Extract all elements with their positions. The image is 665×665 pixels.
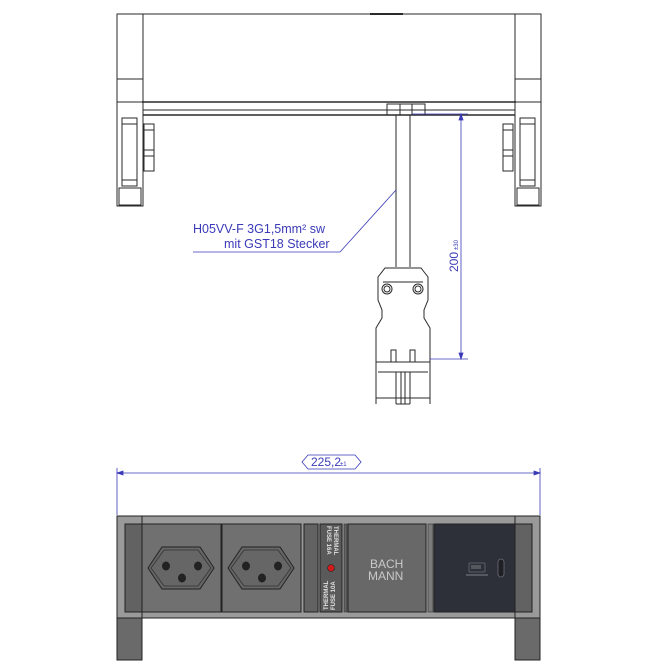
fuse-module: THERMAL FUSE 16A THERMAL FUSE 10A — [319, 523, 343, 613]
right-end-cap-upper — [514, 13, 542, 103]
left-end-cap-upper — [116, 13, 144, 103]
socket-pin-hole — [258, 573, 266, 583]
width-tolerance: ±1 — [340, 462, 347, 468]
socket-pin-hole — [178, 573, 186, 583]
width-value: 225,2 — [311, 455, 341, 469]
fuse-label-bottom-2: FUSE 10A — [331, 581, 337, 610]
bachmann-blank-module: BACH MANN — [347, 523, 427, 613]
usb-a-port — [468, 562, 486, 573]
cable-label-line2: mit GST18 Stecker — [224, 237, 330, 251]
cable-label-line1: H05VV-F 3G1,5mm² sw — [193, 222, 326, 236]
socket-pin-hole — [194, 561, 202, 571]
fuse-label-top-1: THERMAL — [332, 526, 338, 556]
gst18-connector — [375, 267, 431, 405]
socket-pin-hole — [162, 561, 170, 571]
fuse-label-bottom-1: THERMAL — [324, 580, 330, 610]
cable-length-tolerance: ±30 — [454, 239, 460, 250]
left-end-panel — [124, 523, 143, 613]
front-view: THERMAL FUSE 16A THERMAL FUSE 10A BACH M… — [116, 515, 541, 661]
brand-line1: BACH — [370, 557, 403, 571]
usb-charger-module — [433, 523, 516, 613]
right-leg — [514, 617, 541, 661]
fuse-reset-button[interactable] — [327, 564, 335, 572]
cable-length-dimension — [412, 112, 468, 361]
socket-2 — [221, 523, 302, 613]
width-dimension — [115, 454, 542, 515]
right-end-cap-lower — [514, 101, 542, 207]
cable-length-value: 200 — [447, 252, 461, 272]
usb-c-port — [497, 558, 505, 578]
cable-label-leader — [193, 189, 397, 253]
fuse-label-top-2: FUSE 16A — [325, 526, 331, 555]
top-view — [116, 13, 542, 405]
left-leg — [116, 617, 143, 661]
right-end-panel — [514, 523, 533, 613]
housing-body — [142, 13, 516, 103]
socket-pin-hole — [242, 561, 250, 571]
left-end-cap-lower — [116, 101, 144, 207]
socket-1 — [141, 523, 222, 613]
socket-pin-hole — [274, 561, 282, 571]
brand-line2: MANN — [368, 569, 403, 583]
